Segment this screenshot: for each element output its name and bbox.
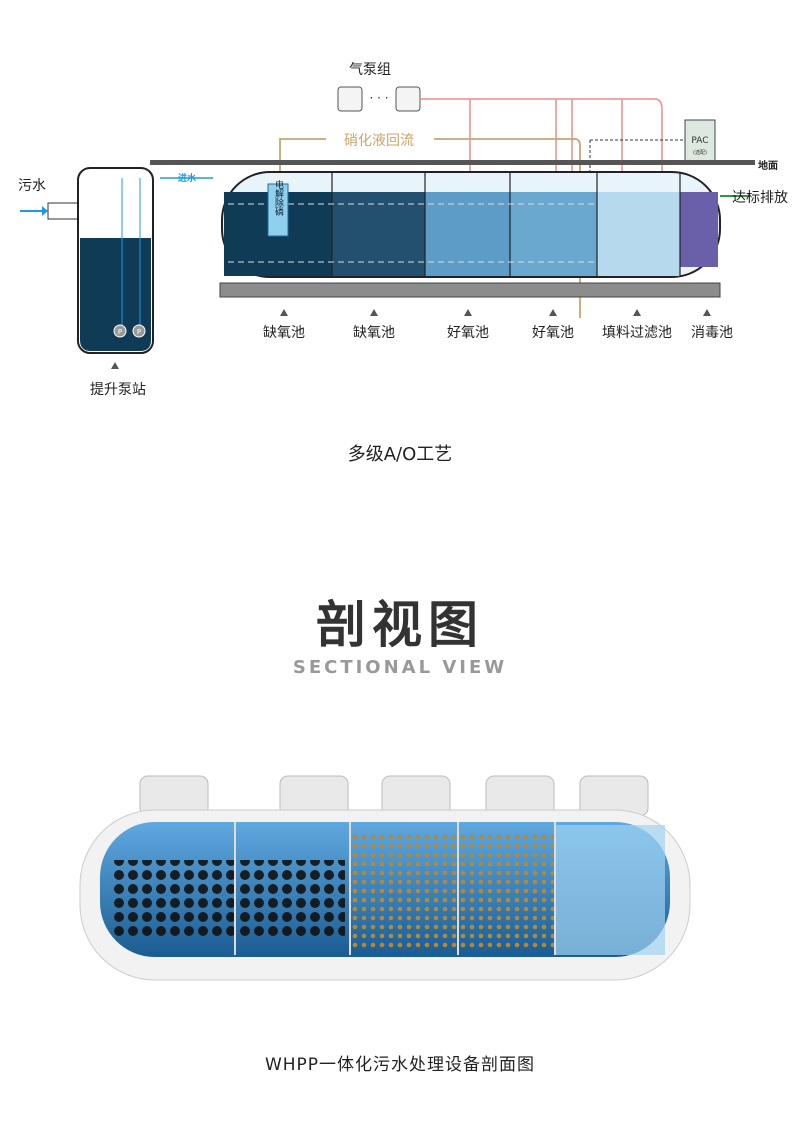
tank-label: 填料过滤池 [602,325,672,341]
diagram-caption: 多级A/O工艺 [347,444,453,465]
return-line [279,138,581,318]
svg-text:PAC: PAC [691,136,708,146]
manholes [139,775,649,817]
air-pump-label: 气泵组 [349,62,391,78]
electrolysis-unit [267,183,289,237]
sewage-label: 污水 [18,178,46,194]
air-pump-icon [395,86,421,112]
tank-label: 缺氧池 [263,325,305,341]
pac-box [684,119,716,163]
discharge-label: 达标排放 [732,190,788,206]
svg-text:(选配): (选配) [693,149,707,156]
svg-text:电解除磷: 电解除磷 [273,179,284,217]
sectional-caption: WHPP一体化污水处理设备剖面图 [264,1055,536,1075]
tank-label: 消毒池 [691,325,733,341]
svg-text:地面: 地面 [758,159,778,172]
pump-icon [132,324,146,338]
ao-process-diagram: 气泵组 · · · 硝化液回流 PAC (选配) 地面 电解除磷 进水 达标排放… [18,62,788,398]
section-title: 剖视图 [316,596,484,654]
svg-text:P: P [118,328,122,336]
disinfection-fill [680,192,718,267]
pump-icon [113,324,127,338]
lift-station-label: 提升泵站 [90,382,146,398]
tank-label: 缺氧池 [353,325,395,341]
ground-line [150,160,755,165]
return-label: 硝化液回流 [344,133,414,149]
tank-label: 好氧池 [447,325,489,341]
sectional-view-illustration [79,775,691,981]
section-subtitle: SECTIONAL VIEW [292,657,508,678]
base-slab [219,282,721,298]
air-pump-icon [337,86,363,112]
svg-text:· · ·: · · · [369,91,388,105]
tank-label: 好氧池 [532,325,574,341]
svg-text:P: P [137,328,141,336]
